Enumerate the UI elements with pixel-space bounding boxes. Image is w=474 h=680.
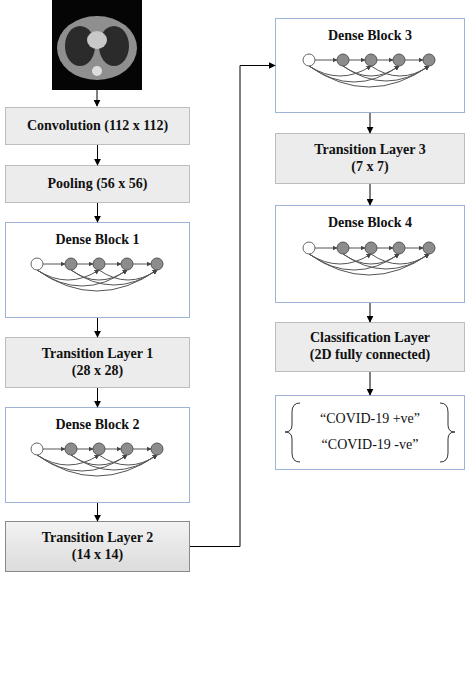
ct-scan-image: [52, 0, 142, 90]
flow-arrow: [97, 503, 98, 521]
layer-label: Transition Layer 2 (14 x 14): [36, 530, 160, 564]
classification-box: Classification Layer (2D fully connected…: [275, 322, 465, 372]
input-arrow: [97, 90, 98, 106]
dense-connection-graphic: [303, 242, 435, 275]
transition-box: Transition Layer 2 (14 x 14): [5, 521, 190, 572]
block-title: Dense Block 1: [56, 232, 140, 249]
curly-brace: [285, 403, 300, 462]
output-box: “COVID-19 +ve” “COVID-19 -ve”: [275, 395, 465, 470]
ct-body: [57, 16, 137, 80]
ct-background: [52, 0, 142, 90]
layer-label: Pooling (56 x 56): [48, 176, 148, 193]
block-title: Dense Block 3: [328, 28, 412, 45]
layer-label: Transition Layer 1 (28 x 28): [36, 346, 160, 380]
flow-arrow: [97, 388, 98, 407]
curly-brace: [440, 403, 455, 462]
ct-lung: [65, 26, 95, 66]
flow-arrow: [97, 145, 98, 165]
flow-arrow: [97, 318, 98, 337]
dense-connection-graphic: [31, 258, 163, 291]
dense-block-box: Dense Block 1: [5, 222, 190, 318]
dense-block-box: Dense Block 3: [275, 18, 465, 113]
layer-label: Transition Layer 3 (7 x 7): [308, 142, 432, 176]
flow-arrow: [370, 113, 371, 133]
dense-connection-graphic: [31, 443, 163, 476]
ct-lung: [99, 26, 129, 66]
flow-arrow: [370, 303, 371, 322]
class-label: “COVID-19 -ve”: [322, 437, 419, 454]
class-label: “COVID-19 +ve”: [320, 411, 420, 428]
transition-box: Transition Layer 1 (28 x 28): [5, 337, 190, 388]
block-title: Dense Block 2: [56, 417, 140, 434]
flow-arrow: [370, 372, 371, 395]
ct-heart: [87, 31, 107, 49]
flow-arrow: [370, 184, 371, 205]
block-title: Dense Block 4: [328, 215, 412, 232]
flow-arrow: [97, 203, 98, 222]
layer-label: Classification Layer (2D fully connected…: [304, 330, 436, 364]
flow-arrow: [190, 66, 275, 547]
layer-label: Convolution (112 x 112): [27, 118, 168, 135]
layer-box: Convolution (112 x 112): [5, 107, 190, 145]
ct-spine: [92, 66, 102, 76]
layer-box: Pooling (56 x 56): [5, 165, 190, 203]
transition-box: Transition Layer 3 (7 x 7): [275, 133, 465, 184]
dense-connection-graphic: [303, 54, 435, 87]
dense-block-box: Dense Block 2: [5, 407, 190, 503]
dense-block-box: Dense Block 4: [275, 205, 465, 303]
